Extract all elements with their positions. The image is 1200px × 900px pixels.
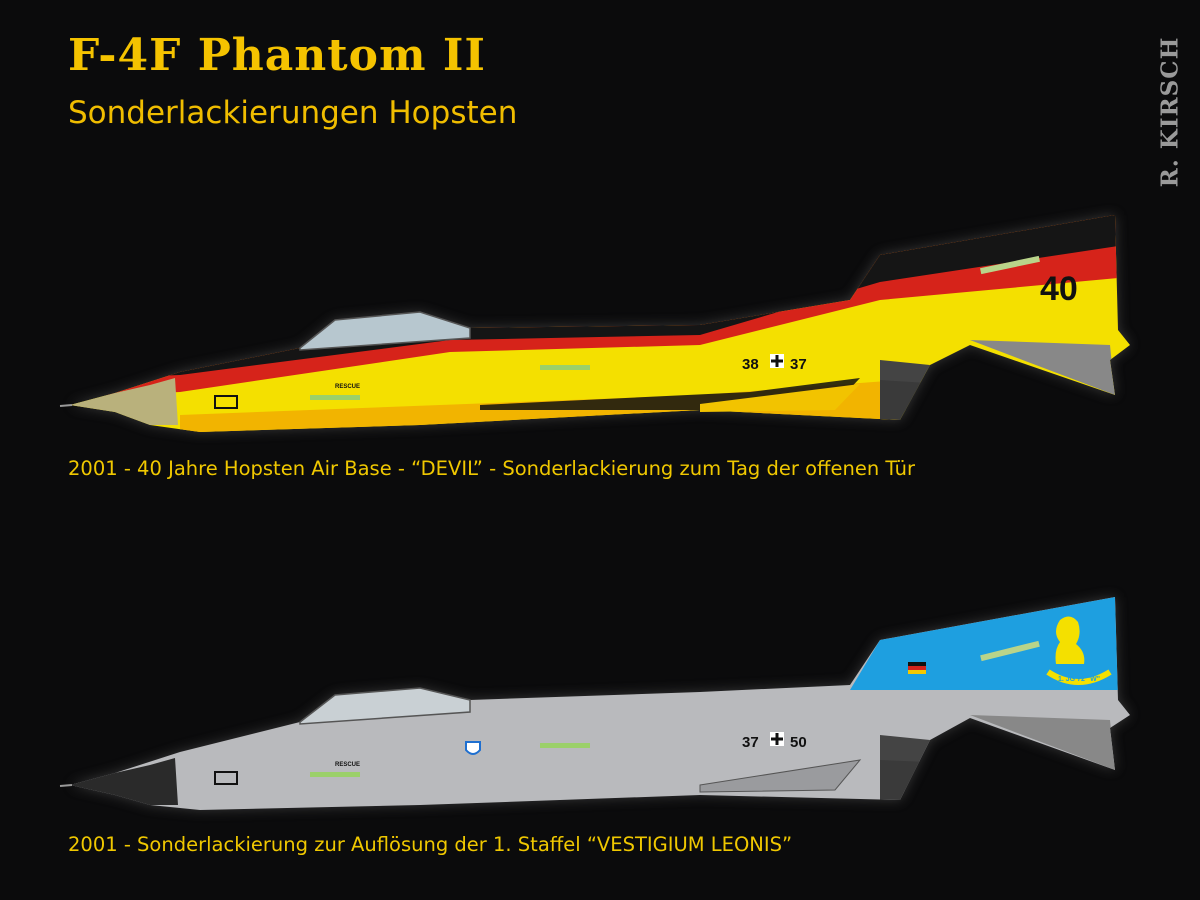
serial-left: 37 (742, 734, 759, 751)
caption-devil: 2001 - 40 Jahre Hopsten Air Base - “DEVI… (68, 457, 915, 480)
page-subtitle: Sonderlackierungen Hopsten (68, 95, 518, 131)
lion-emblem: 1. JG 72 "W" (1046, 616, 1112, 685)
rescue-label: RESCUE (335, 762, 360, 768)
pitot-probe (59, 784, 73, 787)
tail-code: 40 (1040, 270, 1078, 308)
aircraft-profile-vestigium-leonis: 1. JG 72 "W" 37 50 RESCUE (59, 597, 1130, 810)
formation-light (980, 640, 1040, 662)
formation-light (540, 743, 590, 748)
canopy (299, 311, 471, 351)
wing-yellow (700, 384, 860, 412)
lower-fuselage-shadow (880, 760, 1115, 810)
serial-right: 50 (790, 734, 807, 751)
serial-right: 37 (790, 356, 807, 373)
serial-left: 38 (742, 356, 759, 373)
nose-cone (70, 378, 178, 425)
iron-cross-icon (770, 354, 784, 368)
fuel-door (214, 771, 238, 785)
pitot-probe (59, 404, 73, 407)
aircraft-profile-devil: 40 38 37 RESCUE (59, 215, 1130, 432)
formation-light (310, 772, 360, 777)
caption-vestigium-leonis: 2001 - Sonderlackierung zur Auflösung de… (68, 833, 793, 856)
canopy (299, 687, 471, 725)
formation-light (540, 365, 590, 370)
lower-fuselage-shadow (880, 380, 1115, 432)
german-flag-icon (908, 662, 926, 674)
formation-light (310, 395, 360, 400)
squadron-badge-icon (465, 741, 481, 755)
wing (699, 759, 862, 793)
fuel-door (214, 395, 238, 409)
formation-light (980, 255, 1040, 275)
nose-cone (70, 758, 178, 805)
page-title: F-4F Phantom II (68, 30, 486, 81)
stabilizer (970, 715, 1115, 770)
stabilizer (970, 340, 1115, 395)
rescue-label: RESCUE (335, 384, 360, 390)
author-credit: R. KIRSCH (1156, 36, 1184, 188)
iron-cross-icon (770, 732, 784, 746)
emblem-text: 1. JG 72 "W" (1058, 676, 1100, 683)
